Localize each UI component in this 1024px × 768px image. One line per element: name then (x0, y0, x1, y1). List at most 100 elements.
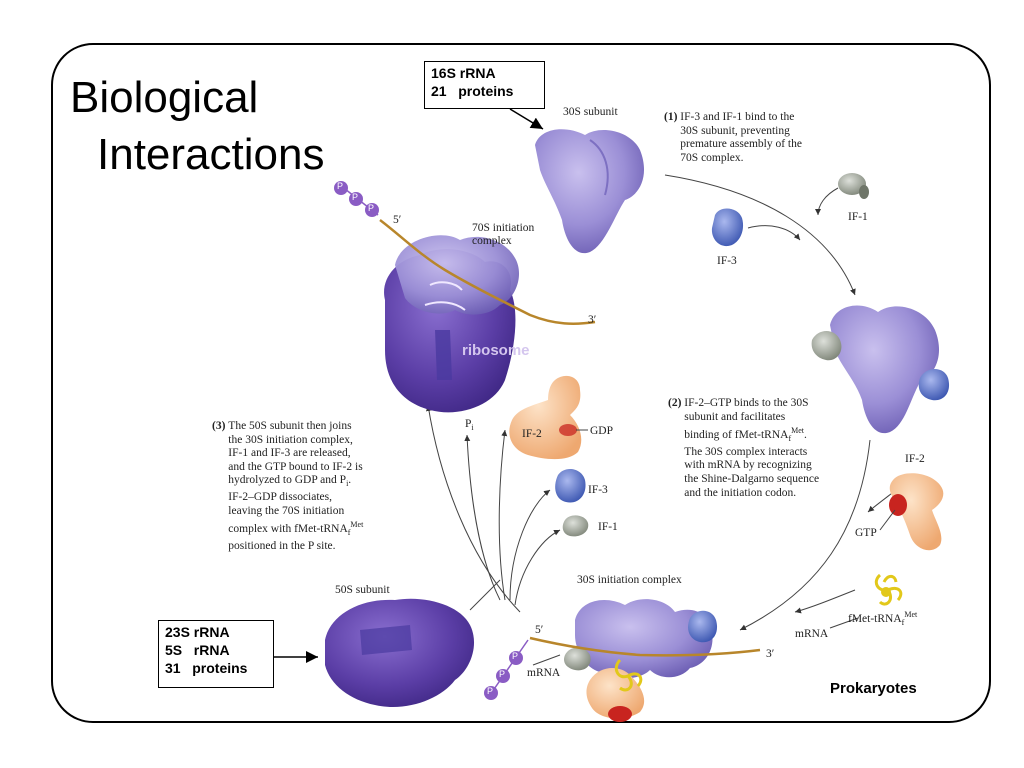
step2-line1: IF-2–GTP binds to the 30S (684, 397, 809, 409)
step3-last: positioned in the P site. (228, 539, 336, 552)
subunit-30s-with-if1-if3 (811, 305, 950, 434)
trna-text: fMet-tRNA (848, 613, 902, 625)
phosphate-label: P (487, 686, 494, 696)
mrna-right-pointer-line (829, 617, 859, 629)
callout-line: 23S rRNA (165, 624, 230, 640)
step2-rest: The 30S complex interacts with mRNA by r… (684, 445, 820, 499)
step3-trna-subscript: f (347, 528, 351, 538)
callout-line: 5S rRNA (165, 642, 230, 658)
cycle-arrow-step1 (664, 174, 856, 296)
label-70s-complex-line2: complex (472, 235, 512, 247)
mrna-strand-bottom (529, 636, 761, 657)
label-if1-top: IF-1 (848, 211, 868, 223)
footer-label-prokaryotes: Prokaryotes (830, 680, 917, 697)
if2-gdp-complex-center (509, 375, 588, 460)
label-mrna-right: mRNA (795, 628, 829, 640)
trna-bind-arrow (794, 589, 856, 614)
step2-line3: binding of fMet-tRNA (684, 429, 789, 442)
if3-bind-arrow (747, 225, 801, 241)
if3-release-arrow (509, 489, 551, 601)
step2-trna-subscript: f (788, 434, 792, 444)
phosphate-chain-top (334, 181, 379, 217)
phosphate-label: P (499, 669, 506, 679)
label-trna-right: fMet-tRNAfMet (848, 610, 917, 627)
step1-description: (1) IF-3 and IF-1 bind to the 30S subuni… (664, 111, 802, 165)
callout-small-subunit: 16S rRNA 21 proteins (424, 61, 545, 109)
label-five-prime-bottom: 5′ (535, 624, 544, 636)
gtp-pointer-line (879, 509, 896, 531)
step2-trna-superscript: Met (791, 426, 804, 436)
step3-line1: The 50S subunit then joins (228, 420, 352, 432)
cycle-arrow-step2 (739, 439, 871, 631)
trna-superscript: Met (904, 610, 918, 619)
if2-release-arrow (498, 429, 508, 601)
phosphate-label: P (512, 651, 519, 661)
subunit-50s (325, 598, 475, 708)
pi-subscript: i (471, 423, 474, 432)
step3-trna-superscript: Met (350, 520, 364, 530)
subunit-30s-top (535, 129, 645, 254)
step3-mid2: IF-2–GDP dissociates, leaving the 70S in… (228, 490, 345, 517)
label-if3-center: IF-3 (588, 484, 608, 496)
phosphate-chain-bottom (484, 639, 529, 700)
label-50s-subunit: 50S subunit (335, 584, 390, 596)
callout-arrow-30s (509, 108, 544, 130)
callout-large-subunit: 23S rRNA 5S rRNA 31 proteins (158, 620, 274, 688)
slide-frame (51, 43, 991, 723)
label-five-prime-top: 5′ (393, 214, 402, 226)
pi-text: P (465, 418, 472, 430)
step2-line3-end: . (804, 429, 807, 442)
step2-line2: subunit and facilitates (684, 410, 786, 423)
step2-number: (2) (668, 397, 682, 409)
if1-release-arrow (514, 529, 561, 606)
label-30s-subunit: 30S subunit (563, 106, 618, 118)
label-if3-top: IF-3 (717, 255, 737, 267)
step3-pi-line: hydrolyzed to GDP and P (228, 474, 347, 487)
if3-protein-center (555, 468, 586, 503)
label-three-prime-top: 3′ (588, 314, 597, 326)
subunit-50s-join-arrow (469, 579, 501, 611)
step3-pi-line-end: . (348, 474, 352, 487)
phosphate-label: P (368, 203, 375, 213)
cycle-arrow-step3 (425, 404, 521, 613)
trna-right (874, 573, 903, 606)
if1-protein-center (562, 515, 589, 537)
label-if2-center: IF-2 (522, 428, 542, 440)
label-if1-center: IF-1 (598, 521, 618, 533)
step3-trna-line: complex with fMet-tRNA (228, 523, 348, 536)
if2-gtp-complex-right (889, 473, 944, 551)
mrna-strand-top (379, 219, 596, 325)
phosphate-label: P (352, 192, 359, 202)
if1-protein-top (838, 173, 869, 199)
step1-text: IF-3 and IF-1 bind to the 30S subunit, p… (680, 111, 802, 164)
label-gdp-center: GDP (590, 425, 614, 437)
trna-subscript: f (901, 618, 905, 627)
label-three-prime-bottom: 3′ (766, 648, 775, 660)
callout-line: 31 proteins (165, 660, 248, 676)
label-70s-complex-line1: 70S initiation (472, 222, 535, 234)
label-pi: Pi (465, 418, 474, 432)
if1-bind-arrow (815, 187, 839, 216)
label-gtp-right: GTP (855, 527, 877, 539)
callout-line: 21 proteins (431, 83, 514, 99)
phosphate-label: P (337, 181, 344, 191)
complex-30s-initiation (564, 599, 718, 722)
slide-title-line2: Interactions (97, 130, 325, 179)
step3-pi-subscript: i (346, 479, 349, 489)
complex-70s (384, 235, 520, 413)
step1-number: (1) (664, 111, 678, 123)
label-ribosome: ribosome (462, 342, 530, 359)
label-mrna-bottom: mRNA (527, 667, 561, 679)
if3-protein-top (711, 208, 744, 247)
callout-line: 16S rRNA (431, 65, 496, 81)
mrna-pointer-line (532, 654, 561, 666)
step3-number: (3) (212, 420, 226, 432)
pi-release-arrow (464, 434, 501, 601)
label-30s-initiation-complex: 30S initiation complex (577, 574, 682, 586)
label-if2-right: IF-2 (905, 453, 925, 465)
